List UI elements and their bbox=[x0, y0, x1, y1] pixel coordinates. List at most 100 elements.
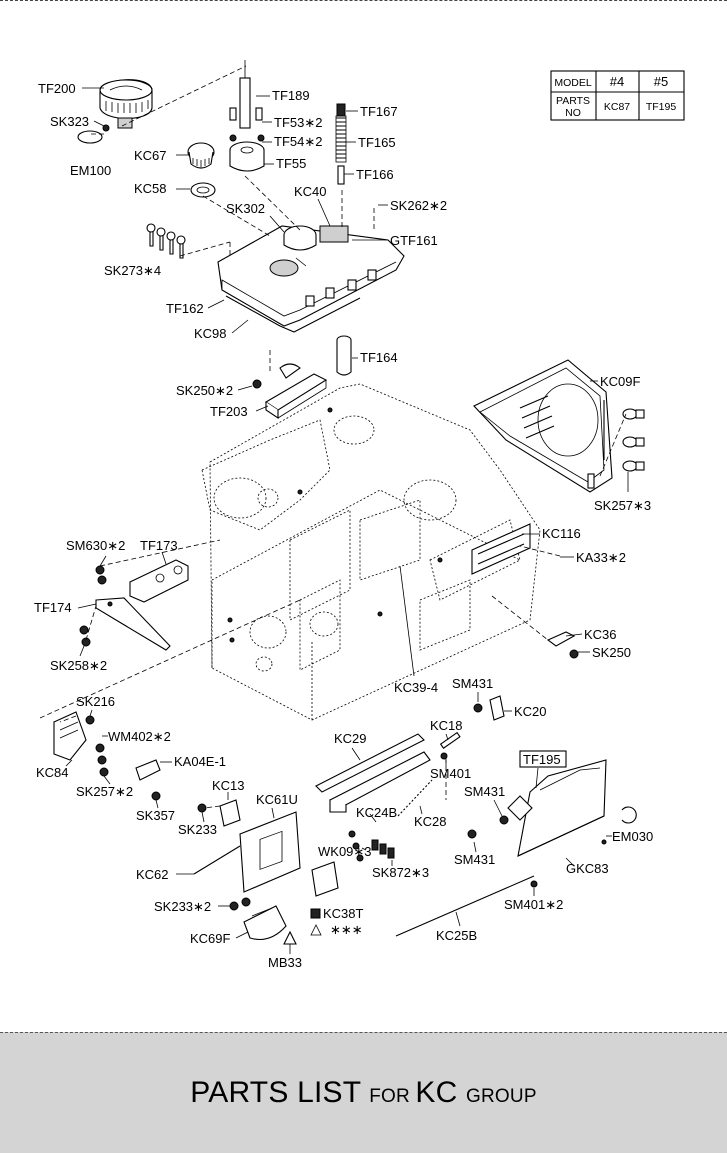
model-table-value-4: KC87 bbox=[604, 101, 630, 113]
screw-sk872 bbox=[371, 839, 379, 851]
title-for: FOR bbox=[369, 1086, 416, 1107]
label-tf200: TF200 bbox=[38, 81, 76, 96]
screw-sk258 bbox=[79, 625, 89, 635]
label-sm630: SM630∗2 bbox=[66, 538, 125, 553]
label-tf164: TF164 bbox=[360, 350, 398, 365]
pin-kc18 bbox=[439, 731, 461, 749]
label-kc69f: KC69F bbox=[190, 931, 231, 946]
label-tf53: TF53∗2 bbox=[274, 115, 322, 130]
page-title: PARTS LIST FOR KC GROUP bbox=[190, 1076, 536, 1110]
label-sk302: SK302 bbox=[226, 201, 265, 216]
nameplate-kc116 bbox=[471, 523, 531, 575]
screws-sk257a bbox=[622, 408, 645, 472]
title-kc: KC bbox=[415, 1076, 467, 1109]
label-tf174: TF174 bbox=[34, 600, 72, 615]
label-kc38t-sub: ∗∗∗ bbox=[330, 922, 363, 937]
pin-tf164 bbox=[336, 335, 352, 376]
part-labels: TF200 SK323 EM100 TF189 TF53∗2 TF54∗2 TF… bbox=[34, 81, 653, 970]
washer-kc58 bbox=[190, 182, 216, 198]
machine-body-casting bbox=[201, 383, 541, 721]
label-sk262: SK262∗2 bbox=[390, 198, 447, 213]
screw-sk250a bbox=[252, 379, 262, 389]
model-table: MODEL #4 #5 PARTS NO KC87 TF195 bbox=[550, 70, 685, 121]
label-kc24b: KC24B bbox=[356, 805, 397, 820]
screw-sk250b bbox=[569, 649, 579, 659]
label-tf195: TF195 bbox=[523, 752, 561, 767]
leader-lines bbox=[65, 87, 629, 954]
part-kc20 bbox=[489, 695, 505, 721]
label-sk233b: SK233∗2 bbox=[154, 899, 211, 914]
label-kc61u: KC61U bbox=[256, 792, 298, 807]
label-sk250b: SK250 bbox=[592, 645, 631, 660]
screw-sk323 bbox=[102, 124, 110, 132]
knob-kc67 bbox=[187, 142, 215, 169]
screws-sk273 bbox=[146, 223, 186, 259]
part-kc69f bbox=[243, 905, 287, 941]
label-tf165: TF165 bbox=[358, 135, 396, 150]
label-kc98: KC98 bbox=[194, 326, 227, 341]
label-kc38t bbox=[310, 861, 339, 936]
link-kc24b bbox=[328, 751, 431, 813]
model-table-parts-label: PARTS bbox=[556, 95, 590, 107]
label-sk323: SK323 bbox=[50, 114, 89, 129]
label-tf203: TF203 bbox=[210, 404, 248, 419]
label-sm401a: SM401 bbox=[430, 766, 471, 781]
title-group: GROUP bbox=[466, 1086, 537, 1107]
label-sk357: SK357 bbox=[136, 808, 175, 823]
rod-kc25b bbox=[395, 875, 535, 937]
footer-banner: PARTS LIST FOR KC GROUP bbox=[0, 1032, 727, 1153]
ring-em100 bbox=[77, 130, 103, 144]
part-kc13 bbox=[219, 799, 241, 827]
plate-tf174 bbox=[95, 597, 171, 651]
label-kc84: KC84 bbox=[36, 765, 69, 780]
label-gkc83: GKC83 bbox=[566, 861, 609, 876]
label-kc116: KC116 bbox=[542, 526, 581, 541]
label-em100: EM100 bbox=[70, 163, 111, 178]
label-kc58: KC58 bbox=[134, 181, 167, 196]
label-sk233a: SK233 bbox=[178, 822, 217, 837]
screw-sk257b bbox=[99, 767, 109, 777]
label-sk257b: SK257∗2 bbox=[76, 784, 133, 799]
label-kc18: KC18 bbox=[430, 718, 463, 733]
title-parts-list: PARTS LIST bbox=[190, 1076, 370, 1109]
screw-sm401b bbox=[530, 880, 538, 888]
label-sm431a: SM431 bbox=[452, 676, 493, 691]
model-table-value-5: TF195 bbox=[646, 101, 677, 113]
screw-sk216 bbox=[85, 715, 95, 725]
label-sk257a: SK257∗3 bbox=[594, 498, 651, 513]
label-em030: EM030 bbox=[612, 829, 653, 844]
knob-tf200 bbox=[99, 79, 153, 129]
label-sk872: SK872∗3 bbox=[372, 865, 429, 880]
screw-sk233a bbox=[197, 803, 207, 813]
label-mb33: MB33 bbox=[268, 955, 302, 970]
guard-gkc83 bbox=[517, 759, 607, 857]
spring-kc28 bbox=[397, 779, 433, 817]
label-wk09: WK09∗3 bbox=[318, 844, 372, 859]
top-dashed-border bbox=[0, 0, 727, 1]
box-tf195 bbox=[519, 750, 567, 768]
washer-wm402 bbox=[95, 743, 105, 753]
model-table-header-5: #5 bbox=[654, 74, 668, 89]
label-sk258: SK258∗2 bbox=[50, 658, 107, 673]
plate-tf203 bbox=[264, 363, 328, 420]
side-cover-kc09f bbox=[473, 359, 613, 493]
bracket-kc36 bbox=[546, 631, 576, 647]
label-kc67: KC67 bbox=[134, 148, 167, 163]
screw-sm431b bbox=[499, 815, 509, 825]
label-gtf161: GTF161 bbox=[390, 233, 438, 248]
label-kc20: KC20 bbox=[514, 704, 547, 719]
label-sk273: SK273∗4 bbox=[104, 263, 161, 278]
label-tf54: TF54∗2 bbox=[274, 134, 322, 149]
cover-kc61u bbox=[239, 811, 301, 893]
screw-sm431c bbox=[467, 829, 477, 839]
part-mb33 bbox=[283, 930, 297, 945]
shaft-kc29 bbox=[315, 733, 425, 793]
label-sk216: SK216 bbox=[76, 694, 115, 709]
rod-kc62 bbox=[193, 845, 241, 875]
exploded-parts-diagram: .ol { fill: none; stroke: #000; stroke-w… bbox=[34, 60, 685, 970]
part-ka04e bbox=[135, 759, 161, 781]
label-sm431b: SM431 bbox=[464, 784, 505, 799]
label-tf189: TF189 bbox=[272, 88, 310, 103]
screw-sm431a bbox=[473, 703, 483, 713]
screw-sm401a bbox=[440, 752, 448, 760]
